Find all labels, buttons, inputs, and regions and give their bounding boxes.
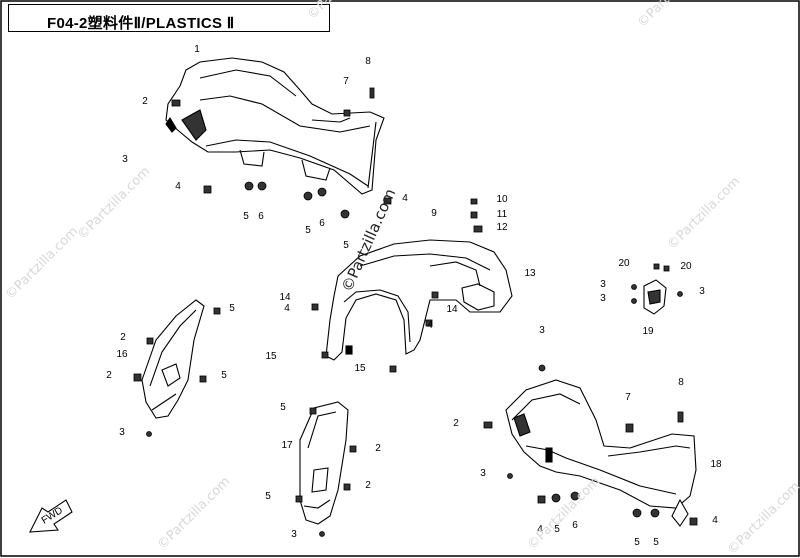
callout-number: 3 xyxy=(699,286,705,297)
callout-number: 6 xyxy=(319,218,325,229)
callout-number: 5 xyxy=(221,370,227,381)
callout-number: 13 xyxy=(524,268,536,279)
callout-number: 6 xyxy=(258,211,264,222)
callout-number: 2 xyxy=(120,332,126,343)
page-title: F04-2塑料件Ⅱ/PLASTICS Ⅱ xyxy=(47,15,235,32)
callout-number: 3 xyxy=(600,279,606,290)
callout-number: 6 xyxy=(572,520,578,531)
callout-number: 2 xyxy=(375,443,381,454)
callout-number: 5 xyxy=(653,537,659,548)
callout-number: 20 xyxy=(680,261,692,272)
callout-number: 5 xyxy=(265,491,271,502)
callout-number: 11 xyxy=(497,209,508,220)
callout-number: 8 xyxy=(678,377,684,388)
callout-number: 2 xyxy=(142,96,148,107)
callout-number: 17 xyxy=(281,440,293,451)
fasteners xyxy=(133,87,698,537)
callout-number: 7 xyxy=(625,392,631,403)
callout-number: 5 xyxy=(554,524,560,535)
part-13-center-cover xyxy=(325,239,513,361)
callout-number: 4 xyxy=(427,320,433,331)
callout-number: 5 xyxy=(280,402,286,413)
part-16-side-panel xyxy=(141,299,205,419)
callout-number: 4 xyxy=(402,193,408,204)
callout-number: 5 xyxy=(243,211,249,222)
callout-number: 14 xyxy=(446,304,458,315)
callout-number: 3 xyxy=(600,293,606,304)
callout-number: 4 xyxy=(537,524,543,535)
callout-number: 3 xyxy=(291,529,297,540)
callout-number: 3 xyxy=(122,154,128,165)
callout-number: 8 xyxy=(365,56,371,67)
callout-number: 5 xyxy=(229,303,235,314)
callout-number: 4 xyxy=(284,303,290,314)
callout-number: 18 xyxy=(710,459,722,470)
callout-number: 2 xyxy=(106,370,112,381)
callout-number: 5 xyxy=(634,537,640,548)
callout-number: 9 xyxy=(431,208,437,219)
part-1-left-cover xyxy=(165,57,385,195)
title-box: F04-2塑料件Ⅱ/PLASTICS Ⅱ xyxy=(8,4,330,32)
callout-number: 3 xyxy=(539,325,545,336)
callout-number: 12 xyxy=(496,222,508,233)
callout-number: 10 xyxy=(496,194,508,205)
callout-number: 3 xyxy=(480,468,486,479)
callout-number: 1 xyxy=(194,44,200,55)
callout-number: 7 xyxy=(343,76,349,87)
fwd-arrow-icon: FWD xyxy=(29,499,73,533)
callout-number: 2 xyxy=(365,480,371,491)
callout-number: 2 xyxy=(453,418,459,429)
part-17-lower-panel xyxy=(299,401,349,525)
callout-number: 16 xyxy=(116,349,128,360)
callout-number: 19 xyxy=(642,326,654,337)
callout-number: 4 xyxy=(175,181,181,192)
callout-number: 5 xyxy=(343,240,349,251)
part-18-right-cover xyxy=(505,379,697,527)
callout-number: 14 xyxy=(279,292,291,303)
callout-number: 4 xyxy=(712,515,718,526)
callout-number: 20 xyxy=(618,258,630,269)
callout-number: 15 xyxy=(265,351,277,362)
callout-number: 5 xyxy=(305,225,311,236)
part-19-bracket xyxy=(643,279,667,315)
callout-number: 3 xyxy=(119,427,125,438)
callout-number: 15 xyxy=(354,363,366,374)
